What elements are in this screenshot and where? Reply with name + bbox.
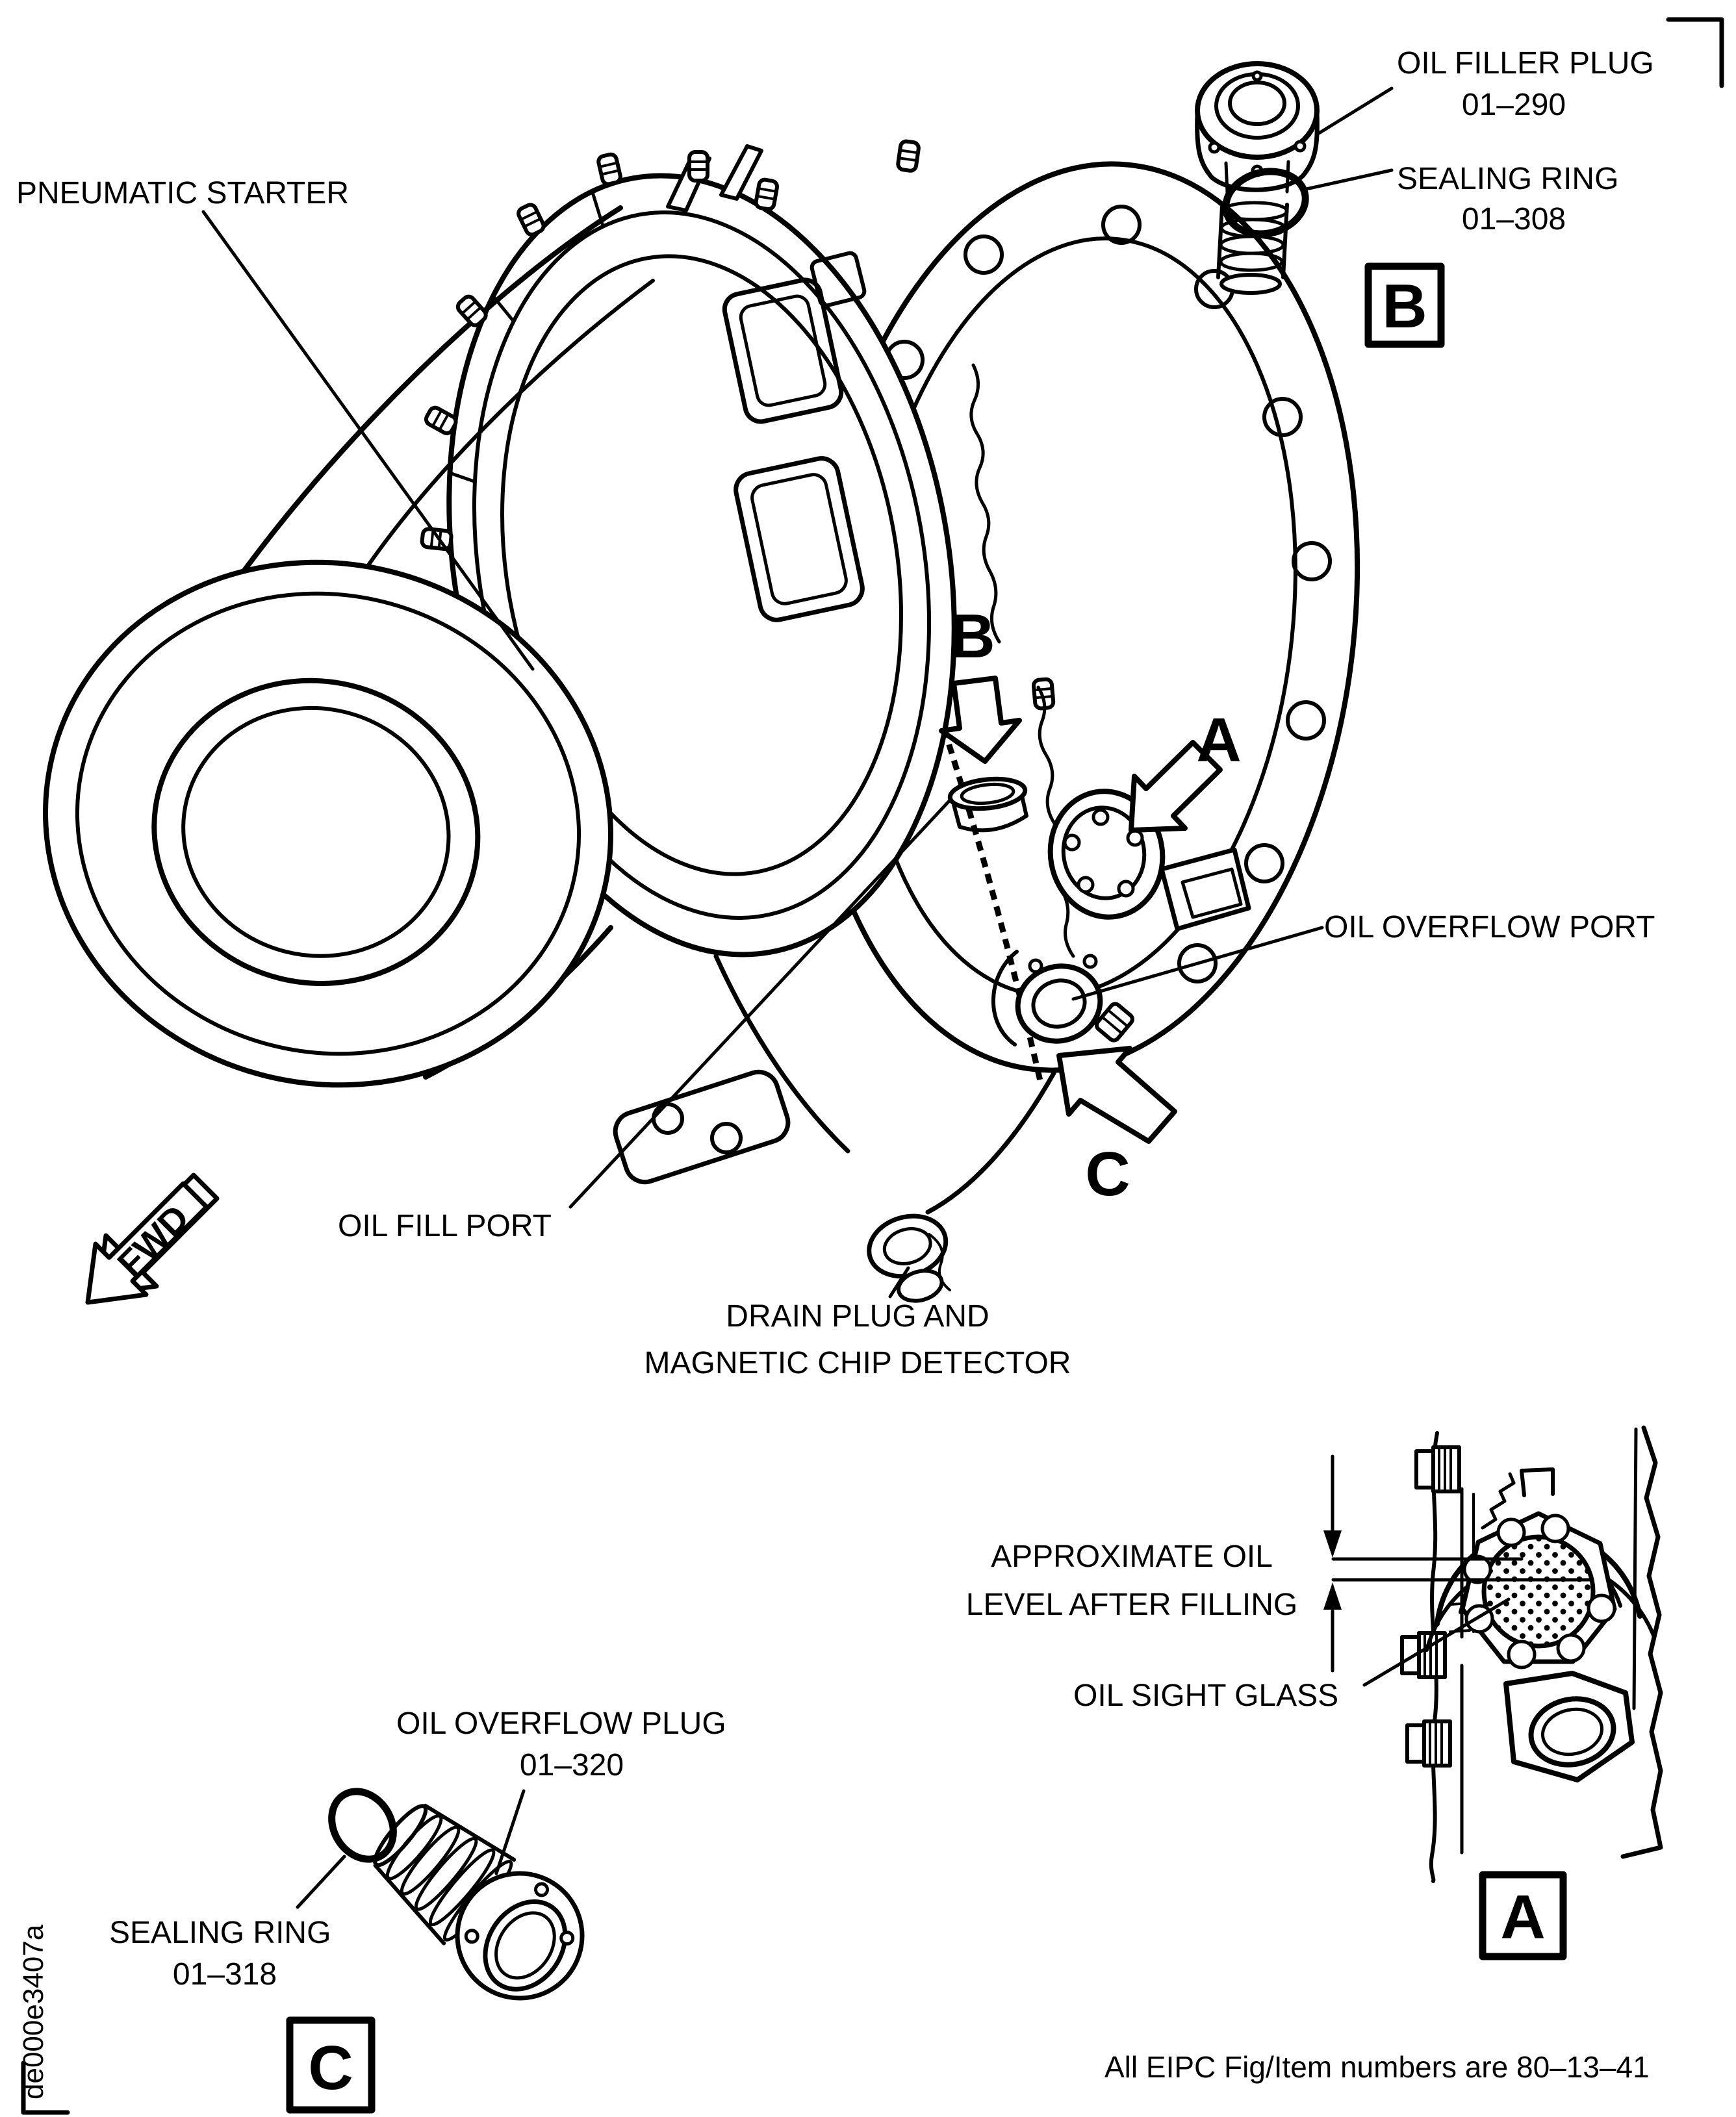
item-oil-filler-plug: 01–290 <box>1462 88 1566 122</box>
label-approx-oil-line1: APPROXIMATE OIL <box>991 1540 1273 1574</box>
item-oil-overflow-plug: 01–320 <box>520 1748 624 1782</box>
detail-a-box-letter: A <box>1500 1882 1545 1952</box>
label-drain-plug-line1: DRAIN PLUG AND <box>726 1299 989 1334</box>
label-pneumatic-starter: PNEUMATIC STARTER <box>16 176 349 210</box>
label-sealing-ring-top: SEALING RING <box>1397 162 1618 196</box>
drain-plug-drawing <box>867 1213 949 1303</box>
leader-sealing-ring-bottom <box>296 1855 346 1909</box>
detail-c-box: C <box>286 2016 376 2114</box>
leader-pneumatic-starter <box>201 210 535 671</box>
label-oil-overflow-port: OIL OVERFLOW PORT <box>1324 910 1655 944</box>
footer-note: All EIPC Fig/Item numbers are 80–13–41 <box>1104 2050 1650 2084</box>
item-sealing-ring-bottom: 01–318 <box>173 1957 277 1992</box>
label-oil-filler-plug: OIL FILLER PLUG <box>1397 46 1654 81</box>
oil-overflow-plug-drawing <box>373 1803 585 2001</box>
bell-mouth <box>43 559 613 1088</box>
label-approx-oil-line2: LEVEL AFTER FILLING <box>966 1588 1297 1622</box>
detail-a-pointer-arrow-icon <box>1129 740 1223 833</box>
safety-cable <box>1036 685 1075 958</box>
detail-b-box-letter: B <box>1382 272 1427 341</box>
top-bracket-plate <box>719 144 763 201</box>
band-window <box>722 277 844 424</box>
lug-hole <box>652 1102 684 1135</box>
mount-lug <box>613 1069 791 1185</box>
oil-sight-glass-drawing <box>1481 1534 1596 1649</box>
flange-bolt <box>1414 1445 1461 1493</box>
casting-edge-left <box>1429 1431 1439 1883</box>
starter-illustration <box>43 139 1360 1303</box>
flange-serrated-edge <box>835 388 1044 1085</box>
leader-sealing-ring-top <box>1301 168 1394 192</box>
break-edge <box>1620 1425 1663 1859</box>
hex-nut-bore-inner <box>1540 1707 1604 1756</box>
lockwire <box>928 1233 951 1291</box>
housing-mid-curve <box>362 279 655 574</box>
fwd-arrow-icon: FWD <box>85 1173 220 1305</box>
leader-oil-sight-glass <box>1362 1597 1511 1687</box>
corner-mark-top-right-icon <box>1666 17 1724 88</box>
sight-glass-lugs <box>1462 1514 1616 1669</box>
item-sealing-ring-top: 01–308 <box>1462 202 1566 236</box>
housing-top-curve <box>231 205 623 587</box>
oil-fill-port-drawing <box>947 776 1028 833</box>
lower-housing-curve <box>713 954 850 1154</box>
doc-id: de000e3407a <box>18 1924 49 2099</box>
leader-oil-overflow-plug <box>494 1789 526 1875</box>
detail-b-pointer-arrow-icon <box>939 676 1022 764</box>
label-sealing-ring-bottom: SEALING RING <box>109 1916 331 1950</box>
down-arrowhead-icon <box>1323 1530 1342 1558</box>
safety-cable <box>969 363 1001 644</box>
band-window <box>734 456 865 622</box>
sight-glass-tab <box>1520 1467 1555 1497</box>
detail-a-box: A <box>1479 1871 1567 1960</box>
break-edge-inner <box>1632 1427 1638 1710</box>
detail-c-arrow-letter: C <box>1085 1139 1130 1209</box>
label-drain-plug-line2: MAGNETIC CHIP DETECTOR <box>645 1346 1071 1380</box>
thread-steps <box>1481 1472 1516 1530</box>
detail-b-box: B <box>1364 262 1445 348</box>
rear-flange-holes <box>840 205 1332 983</box>
leader-oil-filler-plug <box>1317 86 1394 135</box>
sealing-ring-top-drawing <box>1222 168 1309 238</box>
detail-a-inset: APPROXIMATE OIL LEVEL AFTER FILLING OIL … <box>966 1425 1663 1960</box>
leader-drain-plug <box>888 1266 910 1299</box>
corner-mark-bottom-left-icon <box>21 2060 70 2115</box>
lug-hole <box>710 1122 743 1154</box>
detail-c-box-letter: C <box>308 2033 353 2103</box>
leader-oil-overflow-port <box>1071 926 1324 1001</box>
detail-b-arrow-letter: B <box>950 602 995 671</box>
up-arrowhead-icon <box>1323 1582 1342 1610</box>
leader-oil-fill-port <box>568 798 952 1209</box>
lower-housing-curve <box>925 1071 1056 1215</box>
label-oil-fill-port: OIL FILL PORT <box>338 1209 552 1243</box>
label-oil-overflow-plug: OIL OVERFLOW PLUG <box>396 1706 726 1741</box>
doc-id-text: de000e3407a <box>18 1924 49 2099</box>
flange-bolt <box>1405 1719 1452 1768</box>
label-oil-sight-glass: OIL SIGHT GLASS <box>1073 1679 1338 1713</box>
detail-a-arrow-letter: A <box>1196 705 1241 775</box>
detail-c-inset: OIL OVERFLOW PLUG 01–320 SEALING RING 01… <box>109 1706 726 2114</box>
sealing-ring-bottom-drawing <box>328 1788 397 1863</box>
detail-b-inset: OIL FILLER PLUG 01–290 SEALING RING 01–3… <box>1195 46 1654 348</box>
detail-c-pointer-arrow-icon <box>1056 1046 1177 1144</box>
oil-level-dimension <box>1323 1454 1592 1673</box>
band-detail <box>810 251 867 308</box>
